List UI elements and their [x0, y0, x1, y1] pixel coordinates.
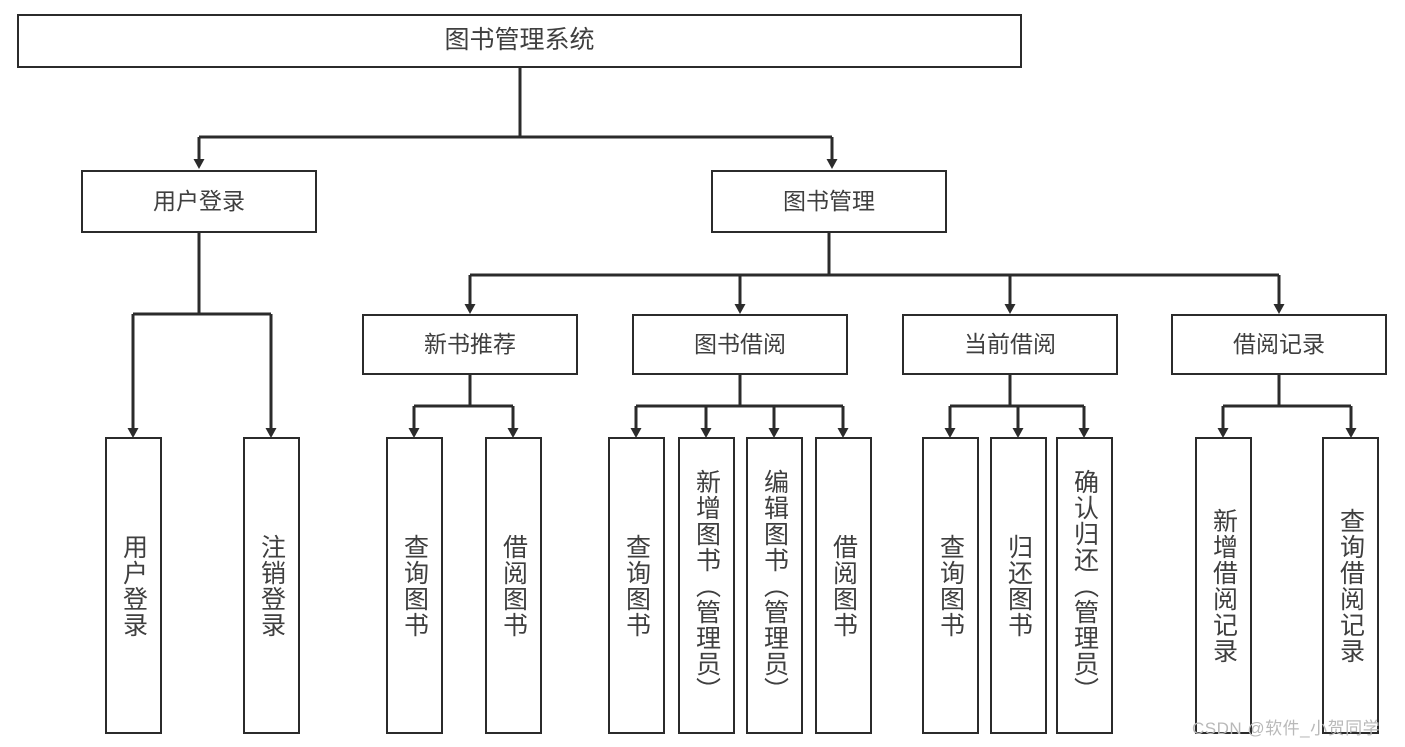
node-label: 新增图书（管理员） — [692, 468, 721, 703]
node-label: 新增借阅记录 — [1209, 507, 1238, 664]
node-user-login[interactable]: 用户登录 — [81, 170, 317, 233]
node-label: 查询图书 — [622, 533, 651, 638]
leaf-add-book-admin[interactable]: 新增图书（管理员） — [678, 437, 735, 734]
leaf-query-borrow-record[interactable]: 查询借阅记录 — [1322, 437, 1379, 734]
leaf-query-book-borrow[interactable]: 查询图书 — [608, 437, 665, 734]
node-label: 借阅图书 — [499, 533, 528, 638]
leaf-logout-login[interactable]: 注销登录 — [243, 437, 300, 734]
node-label: 查询图书 — [936, 533, 965, 638]
csdn-watermark: CSDN @软件_小贺同学 — [1192, 719, 1381, 738]
node-label: 借阅图书 — [829, 533, 858, 638]
node-label: 编辑图书（管理员） — [760, 468, 789, 703]
node-new-book-recommend[interactable]: 新书推荐 — [362, 314, 578, 375]
node-label: 新书推荐 — [424, 330, 516, 357]
node-label: 图书管理系统 — [444, 26, 595, 55]
node-book-borrow[interactable]: 图书借阅 — [632, 314, 848, 375]
leaf-query-book-current[interactable]: 查询图书 — [922, 437, 979, 734]
leaf-borrow-book-new-recommend[interactable]: 借阅图书 — [485, 437, 542, 734]
leaf-edit-book-admin[interactable]: 编辑图书（管理员） — [746, 437, 803, 734]
node-label: 查询借阅记录 — [1336, 507, 1365, 664]
leaf-add-borrow-record[interactable]: 新增借阅记录 — [1195, 437, 1252, 734]
node-label: 查询图书 — [400, 533, 429, 638]
node-root-book-management-system[interactable]: 图书管理系统 — [17, 14, 1022, 68]
node-book-management[interactable]: 图书管理 — [711, 170, 947, 233]
node-label: 图书管理 — [783, 187, 875, 214]
node-label: 注销登录 — [257, 533, 286, 638]
leaf-return-book[interactable]: 归还图书 — [990, 437, 1047, 734]
node-label: 确认归还（管理员） — [1070, 468, 1099, 703]
node-current-borrow[interactable]: 当前借阅 — [902, 314, 1118, 375]
leaf-query-book-new-recommend[interactable]: 查询图书 — [386, 437, 443, 734]
node-label: 当前借阅 — [964, 330, 1056, 357]
node-borrow-record[interactable]: 借阅记录 — [1171, 314, 1387, 375]
node-label: 用户登录 — [153, 187, 245, 214]
node-label: 归还图书 — [1004, 533, 1033, 638]
node-label: 图书借阅 — [694, 330, 786, 357]
node-label: 借阅记录 — [1233, 330, 1325, 357]
leaf-borrow-book-borrow[interactable]: 借阅图书 — [815, 437, 872, 734]
leaf-user-login[interactable]: 用户登录 — [105, 437, 162, 734]
leaf-confirm-return-admin[interactable]: 确认归还（管理员） — [1056, 437, 1113, 734]
node-label: 用户登录 — [119, 533, 148, 638]
